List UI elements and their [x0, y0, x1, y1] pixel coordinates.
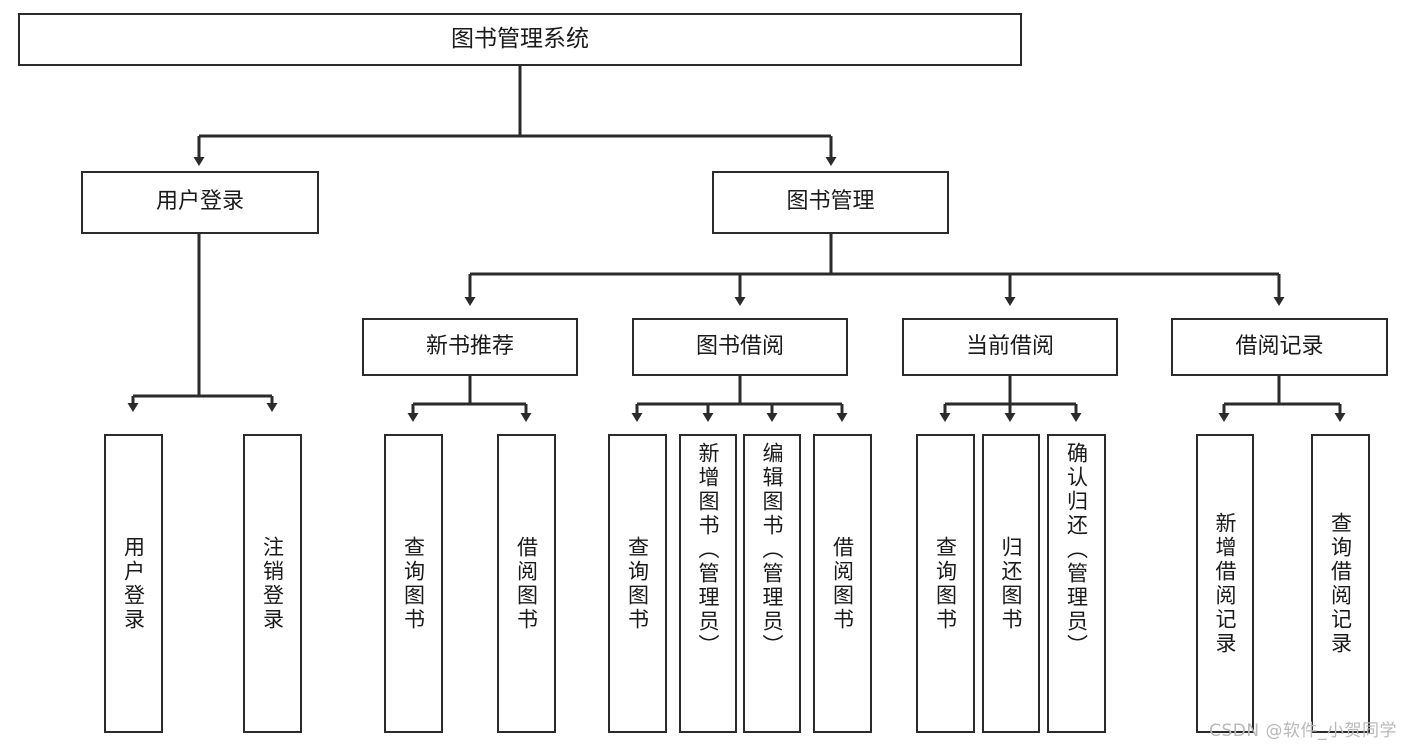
node-book-manage-label: 图书管理 [786, 189, 875, 215]
node-leaf-borrow-book-1[interactable]: 借阅图书 [497, 434, 556, 733]
node-leaf-query-book-3[interactable]: 查询图书 [916, 434, 975, 733]
node-leaf-query-record-label: 查询借阅记录 [1328, 511, 1353, 656]
node-leaf-confirm-return-label: 确认归还（管理员） [1064, 442, 1089, 658]
node-leaf-borrow-book-2-label: 借阅图书 [830, 535, 855, 632]
node-leaf-return-book-label: 归还图书 [999, 535, 1024, 632]
node-leaf-add-record-label: 新增借阅记录 [1213, 511, 1238, 656]
node-leaf-user-login[interactable]: 用户登录 [104, 434, 163, 733]
node-root[interactable]: 图书管理系统 [18, 13, 1022, 66]
node-leaf-add-book-label: 新增图书（管理员） [696, 442, 721, 658]
node-leaf-query-book-2[interactable]: 查询图书 [608, 434, 667, 733]
node-current-borrow[interactable]: 当前借阅 [902, 318, 1118, 376]
node-leaf-edit-book[interactable]: 编辑图书（管理员） [743, 434, 801, 733]
node-leaf-borrow-book-1-label: 借阅图书 [514, 535, 539, 632]
node-user-login[interactable]: 用户登录 [81, 171, 319, 234]
node-leaf-edit-book-label: 编辑图书（管理员） [760, 442, 785, 658]
node-leaf-return-book[interactable]: 归还图书 [982, 434, 1040, 733]
node-leaf-query-book-3-label: 查询图书 [933, 535, 958, 632]
node-leaf-confirm-return[interactable]: 确认归还（管理员） [1047, 434, 1106, 733]
node-current-borrow-label: 当前借阅 [965, 333, 1054, 359]
node-leaf-logout-label: 注销登录 [260, 535, 285, 632]
node-borrow-record[interactable]: 借阅记录 [1171, 318, 1388, 376]
node-leaf-query-record[interactable]: 查询借阅记录 [1311, 434, 1370, 733]
node-leaf-add-book[interactable]: 新增图书（管理员） [679, 434, 737, 733]
node-leaf-query-book-1[interactable]: 查询图书 [384, 434, 443, 733]
node-leaf-user-login-label: 用户登录 [121, 535, 146, 632]
node-new-book-recommend-label: 新书推荐 [425, 333, 514, 359]
node-leaf-query-book-1-label: 查询图书 [401, 535, 426, 632]
node-root-label: 图书管理系统 [451, 26, 589, 53]
node-leaf-borrow-book-2[interactable]: 借阅图书 [813, 434, 872, 733]
node-borrow-record-label: 借阅记录 [1235, 333, 1324, 359]
node-book-borrow-label: 图书借阅 [695, 333, 784, 359]
node-leaf-logout[interactable]: 注销登录 [243, 434, 302, 733]
node-leaf-add-record[interactable]: 新增借阅记录 [1196, 434, 1254, 733]
node-new-book-recommend[interactable]: 新书推荐 [362, 318, 578, 376]
node-user-login-label: 用户登录 [155, 189, 244, 215]
watermark: CSDN @软件_小贺同学 [1209, 721, 1397, 741]
node-leaf-query-book-2-label: 查询图书 [625, 535, 650, 632]
node-book-manage[interactable]: 图书管理 [712, 171, 949, 234]
node-book-borrow[interactable]: 图书借阅 [632, 318, 848, 376]
